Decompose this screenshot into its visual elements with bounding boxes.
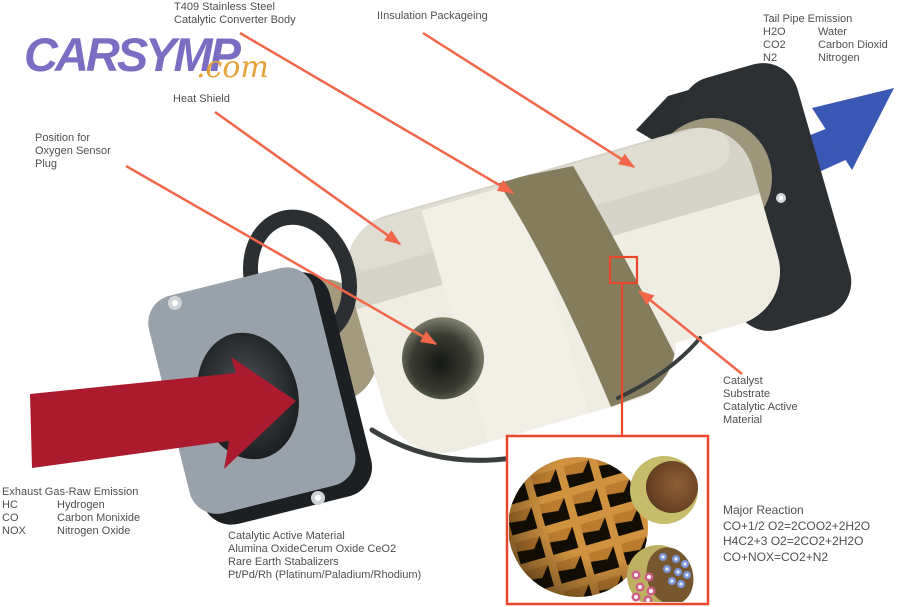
callout-line: Plug [35,158,58,170]
gas-code: H2O [763,26,786,38]
legend-row: NOX Nitrogen Oxide [2,525,140,538]
callout-line: Rare Earth Stabalizers [228,556,339,568]
substrate-end-view [630,456,698,524]
callout-line: Catalyst [723,375,763,387]
callout-insulation: IInsulation Packageing [377,10,488,22]
legend-row: CO Carbon Monixide [2,512,140,525]
major-reaction-block: Major Reaction CO+1/2 O2=2COO2+2H2O H4C2… [723,503,870,565]
insulation-band [497,165,688,407]
callout-heat-shield: Heat Shield [173,93,230,105]
legend-row: N2 Nitrogen [763,52,888,65]
reaction-equation: H4C2+3 O2=2CO2+2H2O [723,534,864,548]
heat-shield-right-edge [616,336,702,400]
callout-line: Catalytic Converter Body [174,14,296,26]
gas-name: Nitrogen [818,52,860,64]
callout-line: Substrate [723,388,771,400]
legend-title: Exhaust Gas-Raw Emission [2,486,139,498]
tailpipe-emission-legend: Tail Pipe Emission H2O Water CO2 Carbon Di… [763,13,888,65]
callout-oxygen-sensor: Position for Oxygen Sensor Plug [35,132,111,171]
inner-shell-panel [421,181,589,443]
callout-line: Position for [35,132,91,144]
callout-catalyst-substrate: Catalyst Substrate Catalytic Active Mate… [723,375,798,427]
gas-name: Hydrogen [57,499,105,511]
legend-title: Tail Pipe Emission [763,13,853,25]
callout-catalytic-material: Catalytic Active Material Alumina OxideC… [228,530,421,582]
callout-line: Material [723,414,763,426]
gas-name: Carbon Monixide [57,512,141,524]
gas-name: Water [818,26,847,38]
callout-arrow-substrate [638,290,743,375]
reaction-title: Major Reaction [723,503,804,517]
callout-line: Oxygen Sensor [35,145,111,157]
callout-arrow-heat-shield [214,110,402,246]
callout-arrow-oxygen-sensor [125,164,438,346]
callout-line: Catalytic Active [723,401,798,413]
gas-code: N2 [763,52,778,64]
gas-name: Nitrogen Oxide [57,525,131,537]
legend-row: H2O Water [763,26,888,39]
callout-arrow-insulation [422,31,636,169]
callout-converter-body: T409 Stainless Steel Catalytic Converter… [174,1,296,27]
legend-row: HC Hydrogen [2,499,140,512]
gas-code: CO [2,512,19,524]
callout-line: Catalytic Active Material [228,530,345,542]
gas-code: HC [2,499,18,511]
reaction-equation: CO+1/2 O2=2COO2+2H2O [723,518,871,533]
callout-line: Pt/Pd/Rh (Platinum/Paladium/Rhodium) [228,569,422,581]
reaction-equation: CO+NOX=CO2+N2 [723,549,829,564]
detail-square [608,255,639,285]
detail-inset-content [509,456,698,602]
catalyst-particles-view [627,545,694,602]
exhaust-emission-legend: Exhaust Gas-Raw Emission HC Hydrogen CO Ca… [2,486,140,538]
legend-row: CO2 Carbon Dioxid [763,39,888,52]
watermark-brand: CARSYMP [24,28,241,81]
gas-name: Carbon Dioxid [818,39,888,51]
callout-line: T409 Stainless Steel [174,1,275,13]
callout-arrows [125,31,743,375]
gas-code: CO2 [763,39,786,51]
watermark-suffix: .com [196,50,269,85]
callout-arrow-body [239,31,515,195]
exhaust-flow-arrow [30,357,296,469]
gas-code: NOX [2,525,26,537]
callout-line: Alumina OxideCerum Oxide CeO2 [228,543,397,555]
